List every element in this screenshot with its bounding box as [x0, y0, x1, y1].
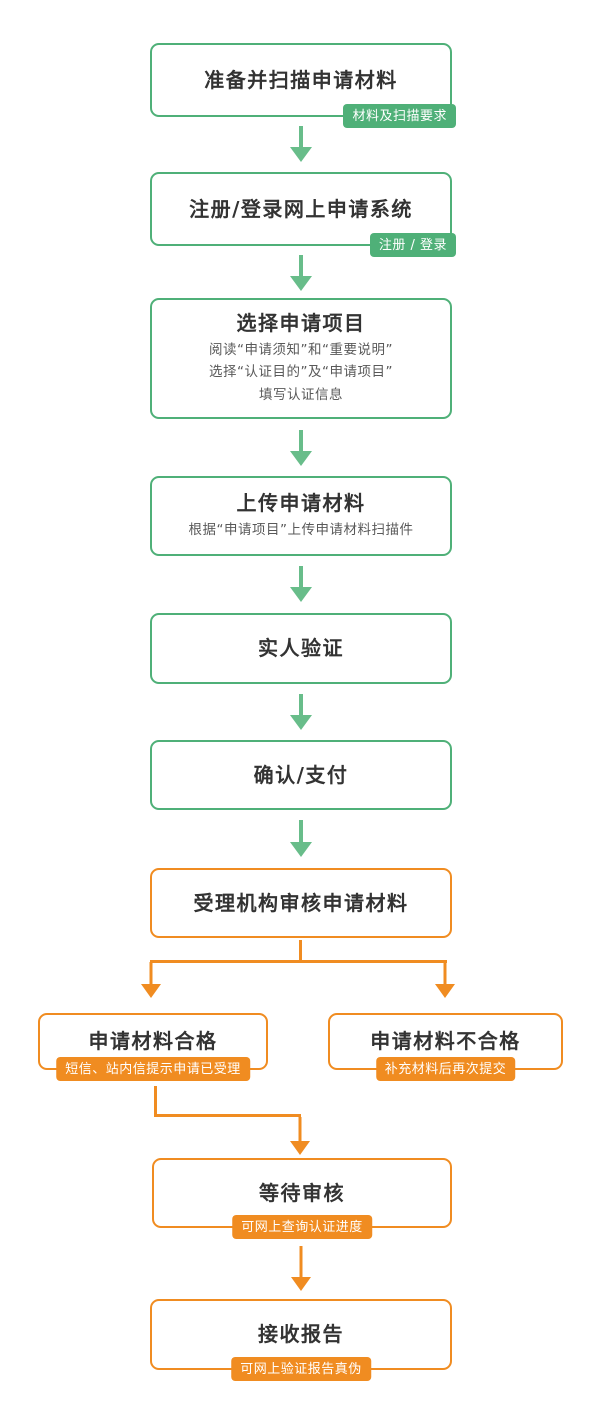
- badge-report-verification[interactable]: 可网上验证报告真伪: [231, 1357, 371, 1381]
- step-title: 实人验证: [258, 636, 344, 660]
- arrow-down-icon: [289, 430, 313, 466]
- description-line: 填写认证信息: [258, 386, 343, 403]
- step-title: 申请材料合格: [88, 1029, 218, 1053]
- step-title: 上传申请材料: [236, 490, 366, 515]
- step-title: 申请材料不合格: [370, 1029, 521, 1053]
- description-line: 根据“申请项目”上传申请材料扫描件: [188, 521, 414, 538]
- badge-material-requirements[interactable]: 材料及扫描要求: [343, 104, 456, 128]
- step-select-project: 选择申请项目 阅读“申请须知”和“重要说明” 选择“认证目的”及“申请项目” 填…: [150, 298, 452, 419]
- description-line: 阅读“申请须知”和“重要说明”: [209, 342, 393, 359]
- arrow-down-icon: [139, 962, 163, 998]
- step-title: 确认/支付: [253, 762, 349, 787]
- arrow-down-icon: [289, 255, 313, 291]
- step-confirm-payment: 确认/支付: [150, 740, 452, 810]
- arrow-down-icon: [289, 566, 313, 602]
- connector-line: [154, 1086, 157, 1117]
- arrow-down-icon: [289, 1246, 313, 1291]
- step-title: 准备并扫描申请材料: [204, 67, 398, 92]
- step-waiting-review: 等待审核 可网上查询认证进度: [152, 1158, 452, 1239]
- connector-line: [299, 940, 302, 962]
- badge-progress-query[interactable]: 可网上查询认证进度: [232, 1215, 372, 1239]
- branch-materials-qualified: 申请材料合格 短信、站内信提示申请已受理: [38, 1013, 268, 1081]
- badge-resubmit-materials[interactable]: 补充材料后再次提交: [375, 1057, 516, 1081]
- step-register-login: 注册/登录网上申请系统 注册 / 登录: [150, 172, 456, 257]
- arrow-down-icon: [433, 962, 457, 998]
- step-description: 根据“申请项目”上传申请材料扫描件: [189, 519, 414, 541]
- step-upload-materials: 上传申请材料 根据“申请项目”上传申请材料扫描件: [150, 476, 452, 556]
- branch-materials-unqualified: 申请材料不合格 补充材料后再次提交: [328, 1013, 563, 1081]
- badge-register-login[interactable]: 注册 / 登录: [369, 233, 456, 257]
- step-title: 等待审核: [259, 1180, 345, 1205]
- step-description: 阅读“申请须知”和“重要说明” 选择“认证目的”及“申请项目” 填写认证信息: [209, 339, 393, 406]
- arrow-down-icon: [288, 1117, 312, 1155]
- description-line: 选择“认证目的”及“申请项目”: [209, 364, 393, 381]
- step-prepare-materials: 准备并扫描申请材料 材料及扫描要求: [150, 43, 456, 128]
- step-title: 注册/登录网上申请系统: [189, 196, 413, 221]
- arrow-down-icon: [289, 694, 313, 730]
- step-identity-verification: 实人验证: [150, 613, 452, 684]
- step-title: 接收报告: [258, 1322, 344, 1346]
- badge-sms-notification[interactable]: 短信、站内信提示申请已受理: [56, 1057, 250, 1081]
- step-agency-review: 受理机构审核申请材料: [150, 868, 452, 938]
- connector-line: [154, 1114, 301, 1117]
- step-receive-report: 接收报告 可网上验证报告真伪: [150, 1299, 452, 1381]
- step-title: 选择申请项目: [236, 311, 366, 336]
- arrow-down-icon: [289, 820, 313, 857]
- connector-line: [150, 960, 447, 963]
- step-title: 受理机构审核申请材料: [193, 890, 409, 915]
- arrow-down-icon: [289, 126, 313, 162]
